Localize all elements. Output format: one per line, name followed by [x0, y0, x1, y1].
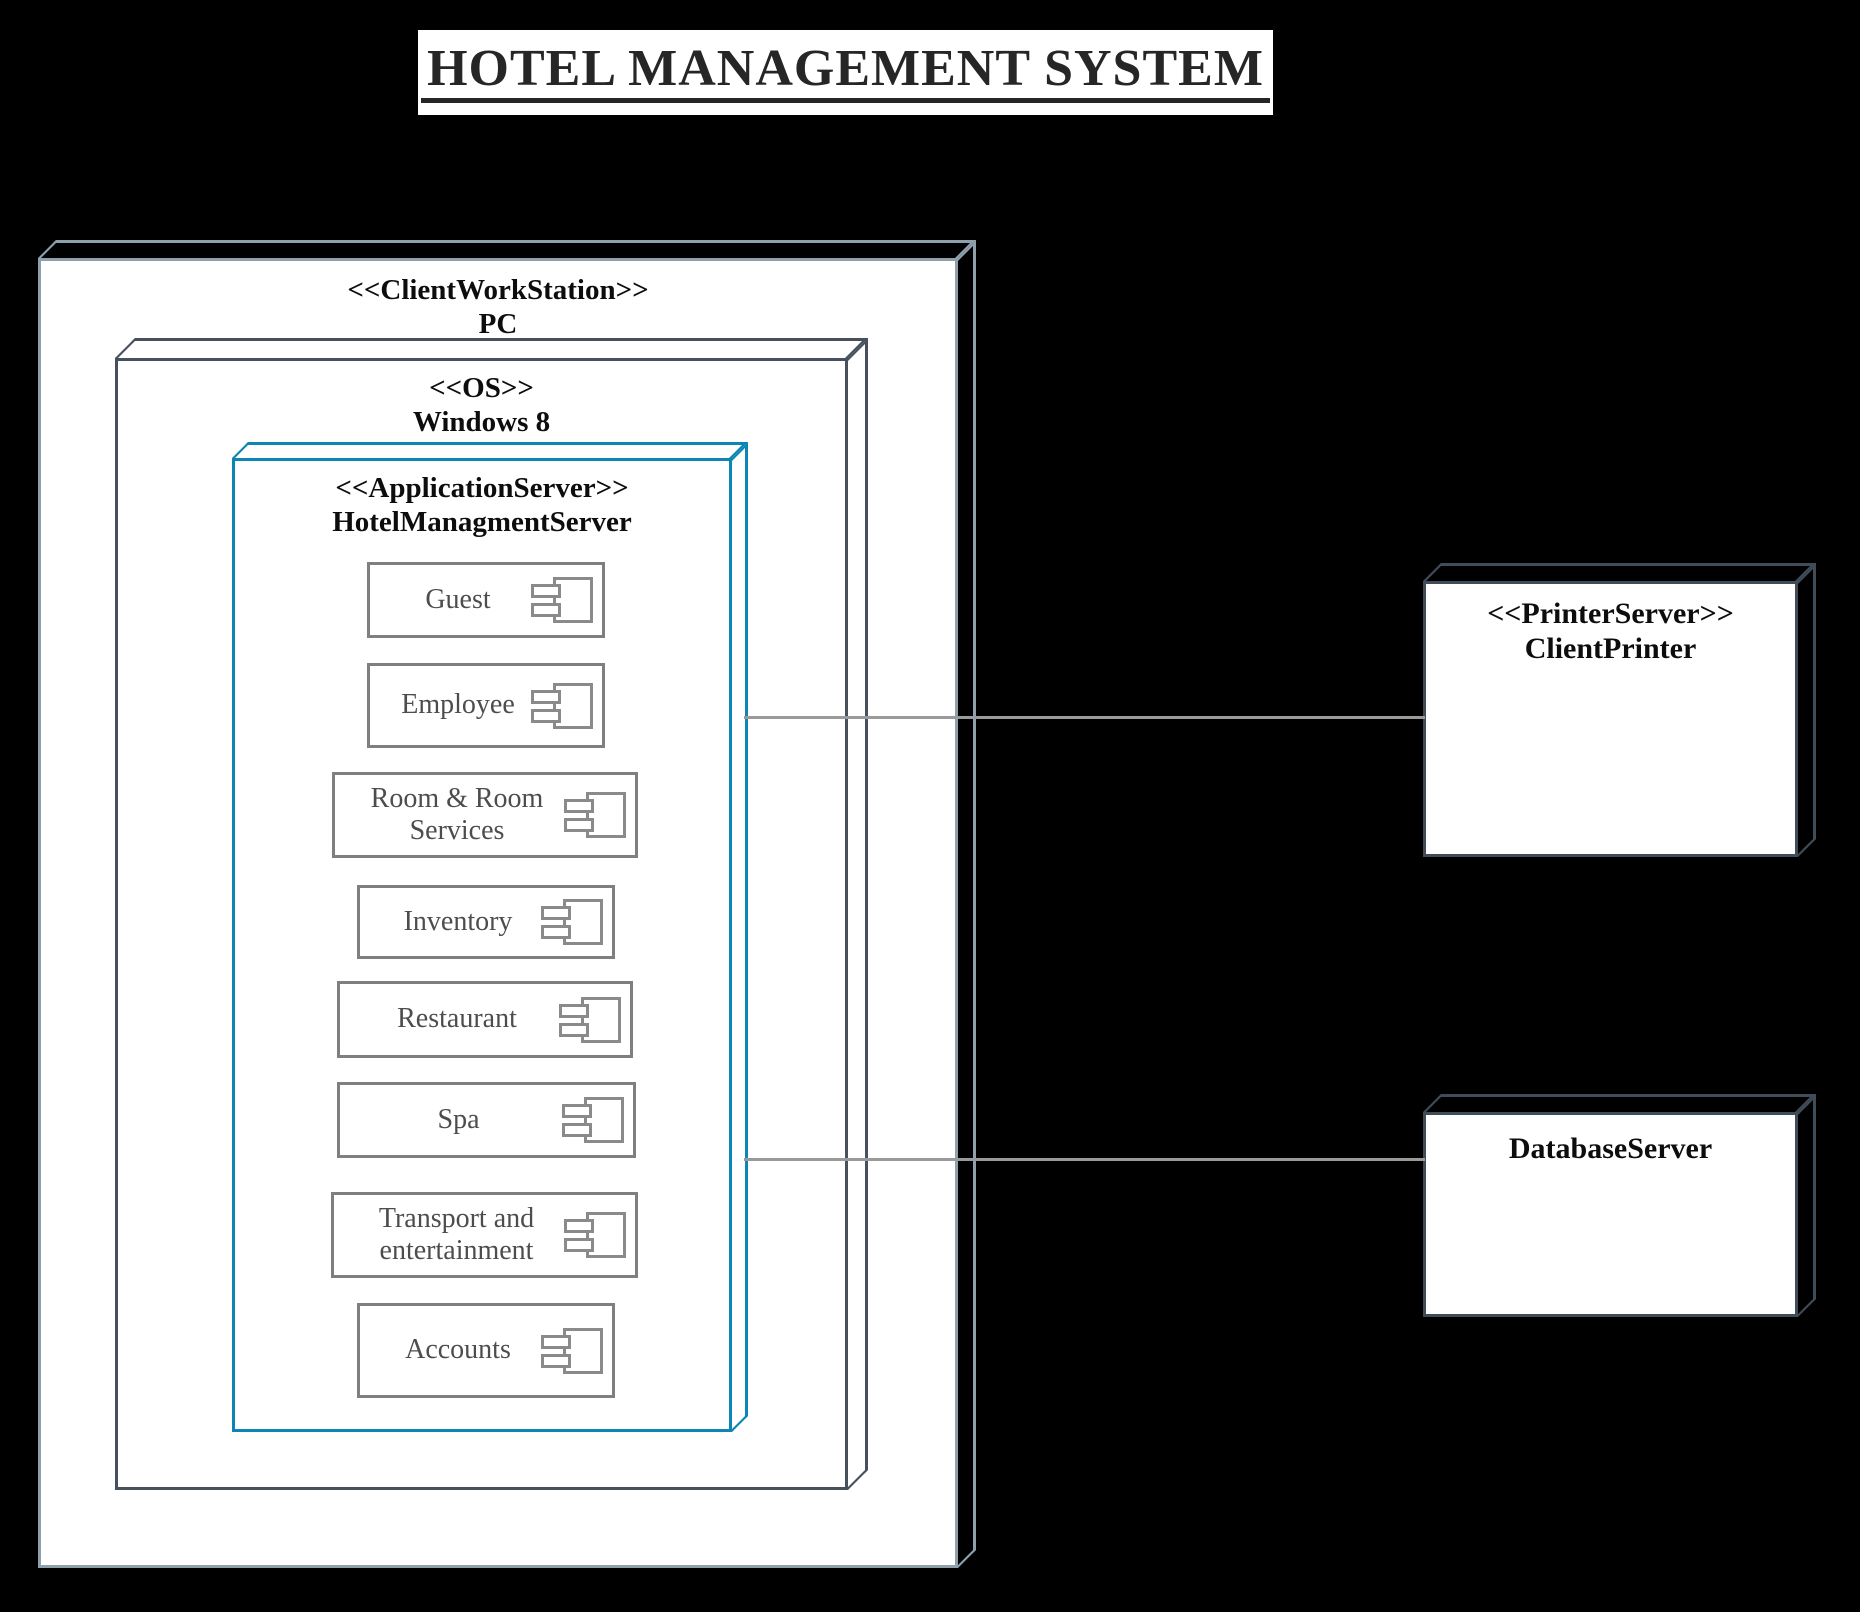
component-label: Spa: [437, 1103, 480, 1135]
node-name: Windows 8: [412, 406, 551, 439]
component-label: Transport and entertainment: [378, 1202, 535, 1266]
component-label: Room & Room Services: [370, 782, 544, 846]
uml-component-icon: [564, 792, 626, 838]
node-top-face: [232, 442, 748, 458]
node-name: HotelManagmentServer: [332, 506, 632, 539]
component-guest: Guest: [367, 562, 605, 638]
node-side-face: [732, 442, 748, 1432]
title-banner: HOTEL MANAGEMENT SYSTEM: [418, 30, 1273, 115]
component-spa: Spa: [337, 1082, 636, 1158]
component-inventory: Inventory: [357, 885, 615, 959]
uml-component-icon: [541, 899, 603, 945]
node-front-face: <<PrinterServer>> ClientPrinter: [1423, 581, 1798, 857]
node-stereotype: <<PrinterServer>>: [1487, 597, 1734, 630]
node-side-face: [1798, 1094, 1816, 1317]
node-database-server: DatabaseServer: [1423, 1094, 1816, 1317]
uml-component-icon: [541, 1327, 603, 1374]
node-front-face: DatabaseServer: [1423, 1112, 1798, 1317]
node-side-face: [848, 338, 868, 1490]
connector-app-to-database: [744, 1158, 1425, 1161]
node-stereotype: <<OS>>: [429, 372, 534, 404]
node-printer-server: <<PrinterServer>> ClientPrinter: [1423, 563, 1816, 857]
component-label: Restaurant: [397, 1003, 517, 1035]
uml-component-icon: [531, 577, 593, 623]
component-transport-entertainment: Transport and entertainment: [331, 1192, 638, 1278]
node-label: <<ClientWorkStation>> PC: [41, 261, 955, 341]
node-top-face: [1423, 563, 1816, 581]
node-label: <<PrinterServer>> ClientPrinter: [1426, 584, 1795, 667]
node-top-face: [1423, 1094, 1816, 1112]
node-side-face: [958, 240, 976, 1568]
component-label: Guest: [425, 583, 491, 615]
component-room-services: Room & Room Services: [332, 772, 638, 858]
node-name: PC: [478, 308, 518, 341]
component-label: Accounts: [405, 1334, 511, 1366]
node-name: DatabaseServer: [1508, 1132, 1713, 1165]
node-top-face: [38, 240, 976, 258]
uml-component-icon: [562, 1097, 624, 1143]
node-stereotype: <<ClientWorkStation>>: [347, 274, 649, 306]
component-accounts: Accounts: [357, 1303, 615, 1398]
component-restaurant: Restaurant: [337, 981, 633, 1058]
diagram-title: HOTEL MANAGEMENT SYSTEM: [421, 41, 1270, 104]
uml-component-icon: [531, 682, 593, 729]
node-side-face: [1798, 563, 1816, 857]
component-employee: Employee: [367, 663, 605, 748]
node-stereotype: <<ApplicationServer>>: [335, 472, 629, 504]
node-label: <<OS>> Windows 8: [118, 361, 845, 439]
node-label: <<ApplicationServer>> HotelManagmentServ…: [235, 461, 729, 539]
node-label: DatabaseServer: [1426, 1115, 1795, 1166]
component-label: Employee: [401, 689, 515, 721]
uml-component-icon: [559, 996, 621, 1043]
uml-component-icon: [564, 1212, 626, 1258]
connector-app-to-printer: [744, 716, 1425, 719]
node-top-face: [115, 338, 868, 358]
component-label: Inventory: [403, 905, 513, 937]
node-name: ClientPrinter: [1524, 632, 1697, 666]
